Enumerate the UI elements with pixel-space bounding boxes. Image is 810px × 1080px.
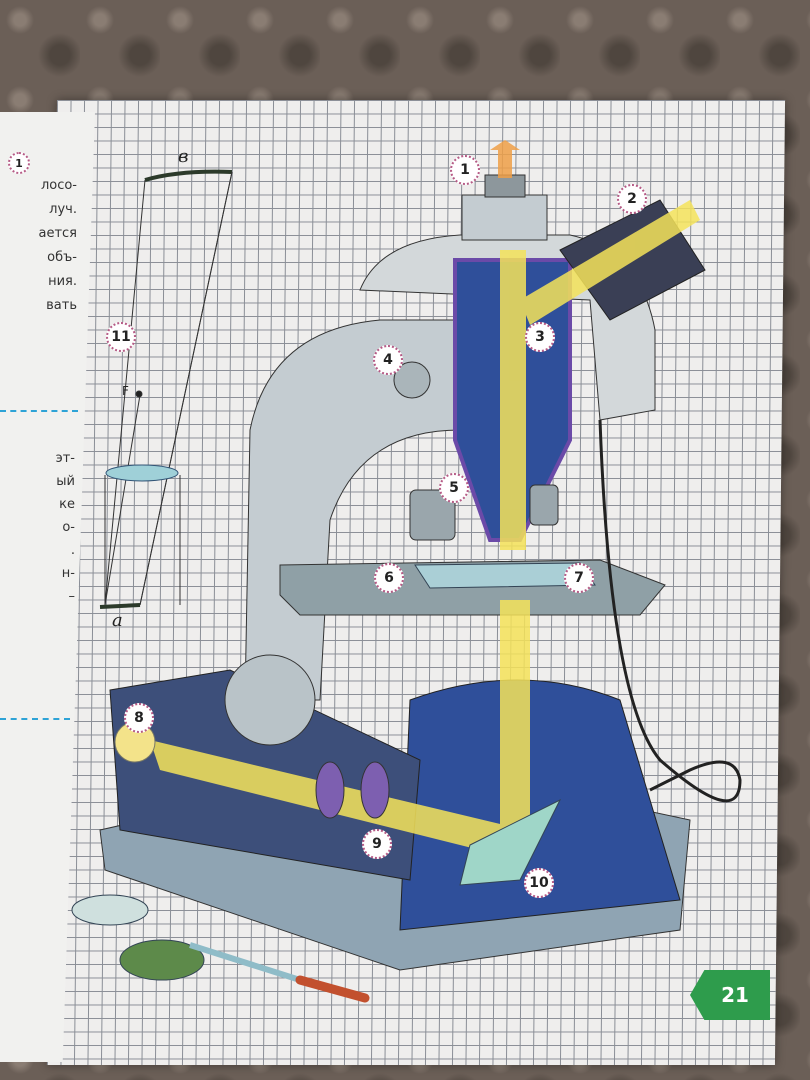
power-cord xyxy=(598,419,742,803)
text-line: н- xyxy=(61,566,75,581)
text-line: – xyxy=(68,589,76,604)
callout-2: 2 xyxy=(617,184,647,214)
callout-4: 4 xyxy=(373,345,403,375)
divider xyxy=(0,410,78,412)
label-focus: F xyxy=(122,384,129,398)
petri-dish xyxy=(71,894,149,926)
callout-5: 5 xyxy=(439,473,469,503)
text-line: ке xyxy=(59,497,75,512)
mirror-prism xyxy=(459,798,562,886)
callout-11: 11 xyxy=(106,322,136,352)
callout-badge: 1 xyxy=(8,152,30,174)
page-number: 21 xyxy=(690,970,770,1020)
callout-9: 9 xyxy=(362,829,392,859)
text-line: вать xyxy=(46,298,77,313)
callout-7: 7 xyxy=(564,563,594,593)
text-line: объ- xyxy=(47,250,77,265)
focus-knob xyxy=(393,361,431,399)
petri-dish-culture xyxy=(119,939,205,981)
text-line: эт- xyxy=(55,451,75,466)
label-bottom-object: a xyxy=(112,610,123,631)
callout-8: 8 xyxy=(124,703,154,733)
text-block-2: эт- ый ке о- . н- – xyxy=(56,447,75,608)
divider xyxy=(0,718,70,720)
object-image-top xyxy=(144,169,233,182)
text-line: о- xyxy=(62,520,75,535)
object-bottom xyxy=(99,603,141,609)
callout-3: 3 xyxy=(525,322,555,352)
text-block-1: лосо- луч. ается объ- ния. вать xyxy=(38,174,77,318)
text-line: луч. xyxy=(49,202,77,217)
text-line: ается xyxy=(38,226,77,241)
lens-diagram xyxy=(99,169,233,609)
lens xyxy=(105,464,179,482)
callout-10: 10 xyxy=(524,868,554,898)
objectives xyxy=(409,484,559,541)
pipette xyxy=(189,942,301,983)
text-line: ый xyxy=(56,474,75,489)
top-port xyxy=(461,194,548,241)
callout-6: 6 xyxy=(374,563,404,593)
text-line: лосо- xyxy=(40,178,77,193)
filters xyxy=(315,761,390,819)
text-line: . xyxy=(70,543,75,558)
callout-1: 1 xyxy=(450,155,480,185)
pipette-bulb xyxy=(295,975,370,1003)
label-top-image: в xyxy=(178,146,189,167)
coarse-focus-knob xyxy=(224,654,316,746)
slide xyxy=(414,562,596,589)
text-line: ния. xyxy=(48,274,77,289)
